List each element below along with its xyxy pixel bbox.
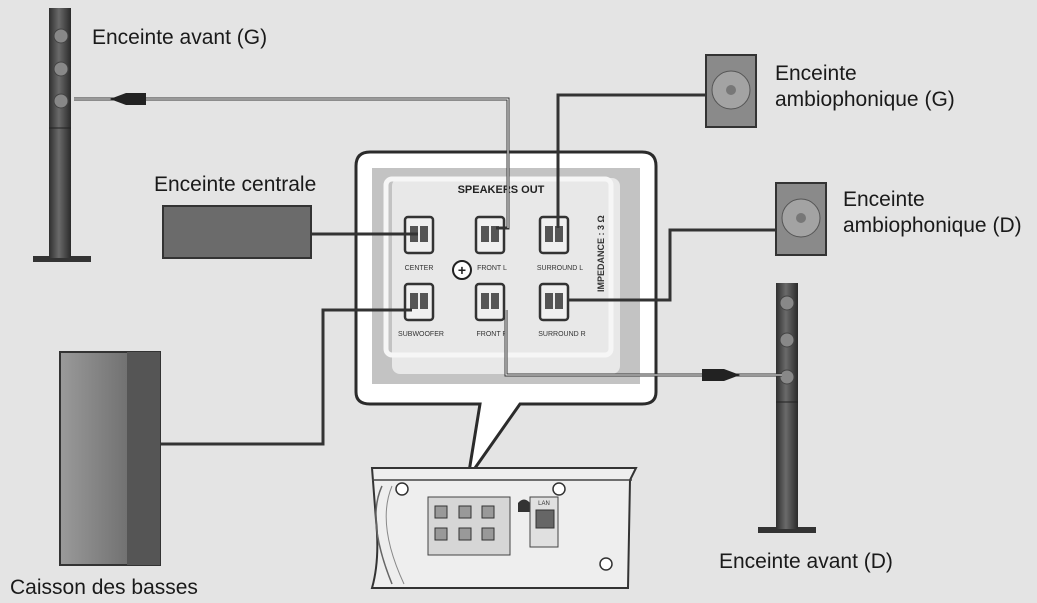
subwoofer-speaker <box>59 351 161 566</box>
panel-title: SPEAKERS OUT <box>458 184 545 196</box>
center-speaker <box>162 205 312 259</box>
wire-plug-left <box>110 93 146 105</box>
terminal-subwoofer <box>403 282 435 322</box>
terminal-surround-l <box>538 215 570 255</box>
terminal-label-center: CENTER <box>405 265 434 272</box>
terminal-front-r <box>474 282 506 322</box>
main-unit-rear: LAN <box>370 467 638 589</box>
label-front-right: Enceinte avant (D) <box>719 550 893 573</box>
label-subwoofer: Caisson des basses <box>10 576 198 599</box>
terminal-surround-r <box>538 282 570 322</box>
front-right-speaker <box>758 283 816 533</box>
terminal-front-l <box>474 215 506 255</box>
surround-left-speaker <box>705 54 757 128</box>
front-left-speaker <box>33 8 91 262</box>
terminal-label-surround-l: SURROUND L <box>537 265 583 272</box>
label-surround-right: Enceinte ambiophonique (D) <box>843 188 1022 237</box>
label-front-left: Enceinte avant (G) <box>92 26 268 49</box>
terminal-label-front-r: FRONT R <box>477 331 508 338</box>
lan-label: LAN <box>538 501 550 507</box>
wire-plug-right <box>702 369 740 381</box>
surround-right-speaker <box>775 182 827 256</box>
speaker-wires <box>74 93 782 446</box>
impedance-label: IMPEDANCE : 3 Ω <box>596 215 606 292</box>
terminal-label-front-l: FRONT L <box>477 265 507 272</box>
terminal-label-surround-r: SURROUND R <box>538 331 585 338</box>
svg-text:+: + <box>458 262 466 278</box>
label-center: Enceinte centrale <box>154 173 317 196</box>
terminal-label-subwoofer: SUBWOOFER <box>398 331 444 338</box>
label-surround-left: Enceinte ambiophonique (G) <box>775 62 955 111</box>
plus-icon: + <box>452 260 472 280</box>
